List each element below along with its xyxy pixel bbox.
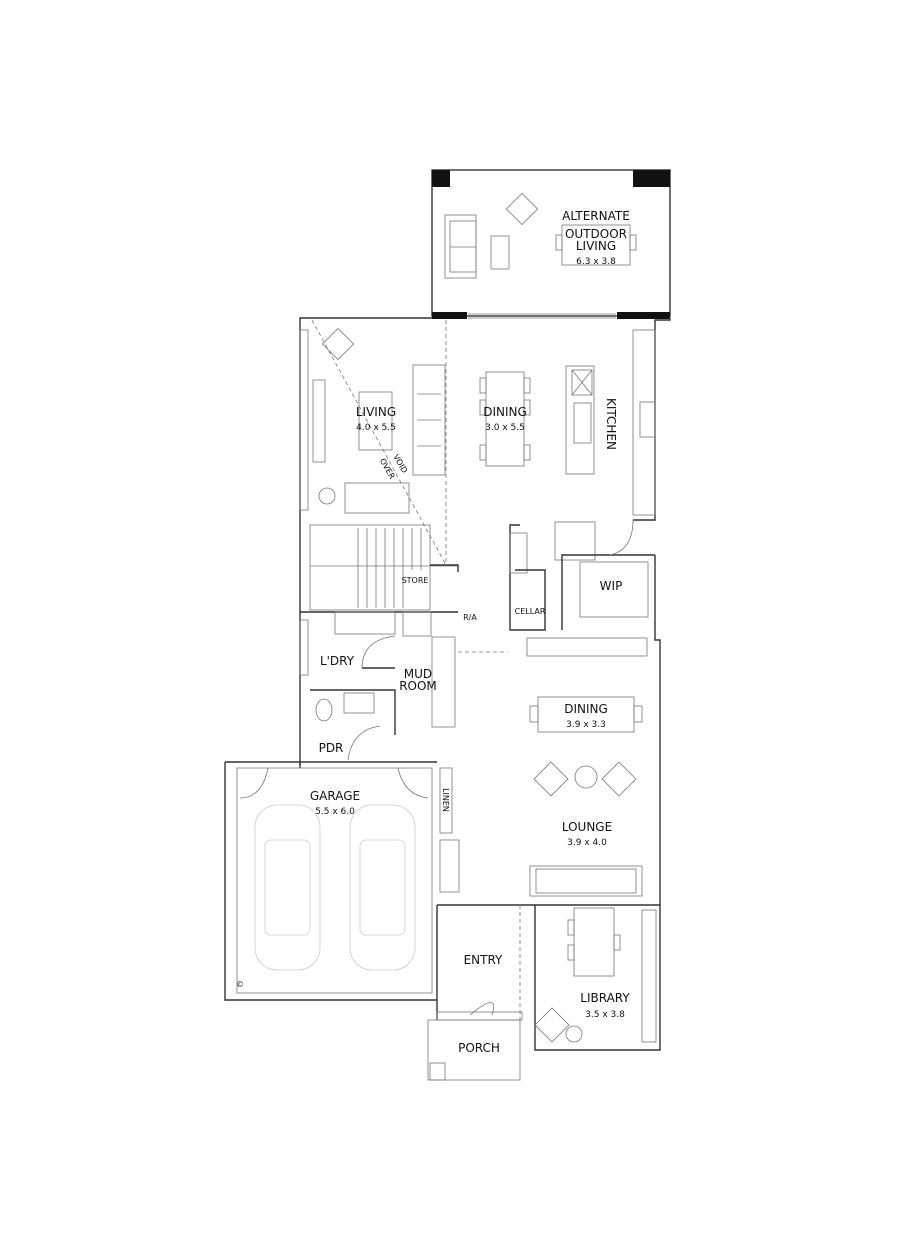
mudroom-label-1: MUD — [404, 667, 432, 681]
cellar-label: CELLAR — [515, 607, 546, 616]
room-labels: ALTERNATE OUTDOOR LIVING 6.3 x 3.8 LIVIN… — [236, 209, 630, 1055]
outdoor-living-area — [431, 169, 671, 319]
ra-label: R/A — [463, 613, 477, 622]
living-size: 4.0 x 5.5 — [356, 423, 396, 433]
stair-treads — [310, 528, 458, 608]
linen-cupboard — [439, 767, 453, 834]
library-label: LIBRARY — [580, 991, 630, 1005]
linen-label: LINEN — [441, 788, 450, 812]
kitchen-label: KITCHEN — [604, 398, 618, 450]
garage-size: 5.5 x 6.0 — [315, 807, 355, 817]
outdoor-label-1: ALTERNATE — [562, 209, 630, 223]
lounge-size: 3.9 x 4.0 — [567, 838, 607, 848]
library-size: 3.5 x 3.8 — [585, 1010, 625, 1020]
outdoor-size: 6.3 x 3.8 — [576, 257, 616, 267]
lounge-label: LOUNGE — [562, 820, 612, 834]
dining-upper-label: DINING — [483, 405, 527, 419]
porch-label: PORCH — [458, 1041, 500, 1055]
entry-label: ENTRY — [464, 953, 503, 967]
car-left — [254, 804, 321, 971]
outdoor-label-3: LIVING — [576, 239, 616, 253]
outdoor-label-2: OUTDOOR — [565, 227, 627, 241]
pdr-label: PDR — [319, 741, 344, 755]
cooktop — [639, 401, 656, 438]
dining-upper-size: 3.0 x 5.5 — [485, 423, 525, 433]
dining-lower-label: DINING — [564, 702, 608, 716]
store-label: STORE — [402, 576, 429, 585]
garage-label: GARAGE — [310, 789, 360, 803]
living-label: LIVING — [356, 405, 396, 419]
walls — [224, 317, 671, 1081]
mudroom-label-2: ROOM — [399, 679, 437, 693]
wip-label: WIP — [600, 579, 623, 593]
laundry-label: L'DRY — [320, 654, 355, 668]
copyright-mark: © — [236, 980, 244, 989]
car-right — [349, 804, 416, 971]
dining-lower-size: 3.9 x 3.3 — [566, 720, 606, 730]
